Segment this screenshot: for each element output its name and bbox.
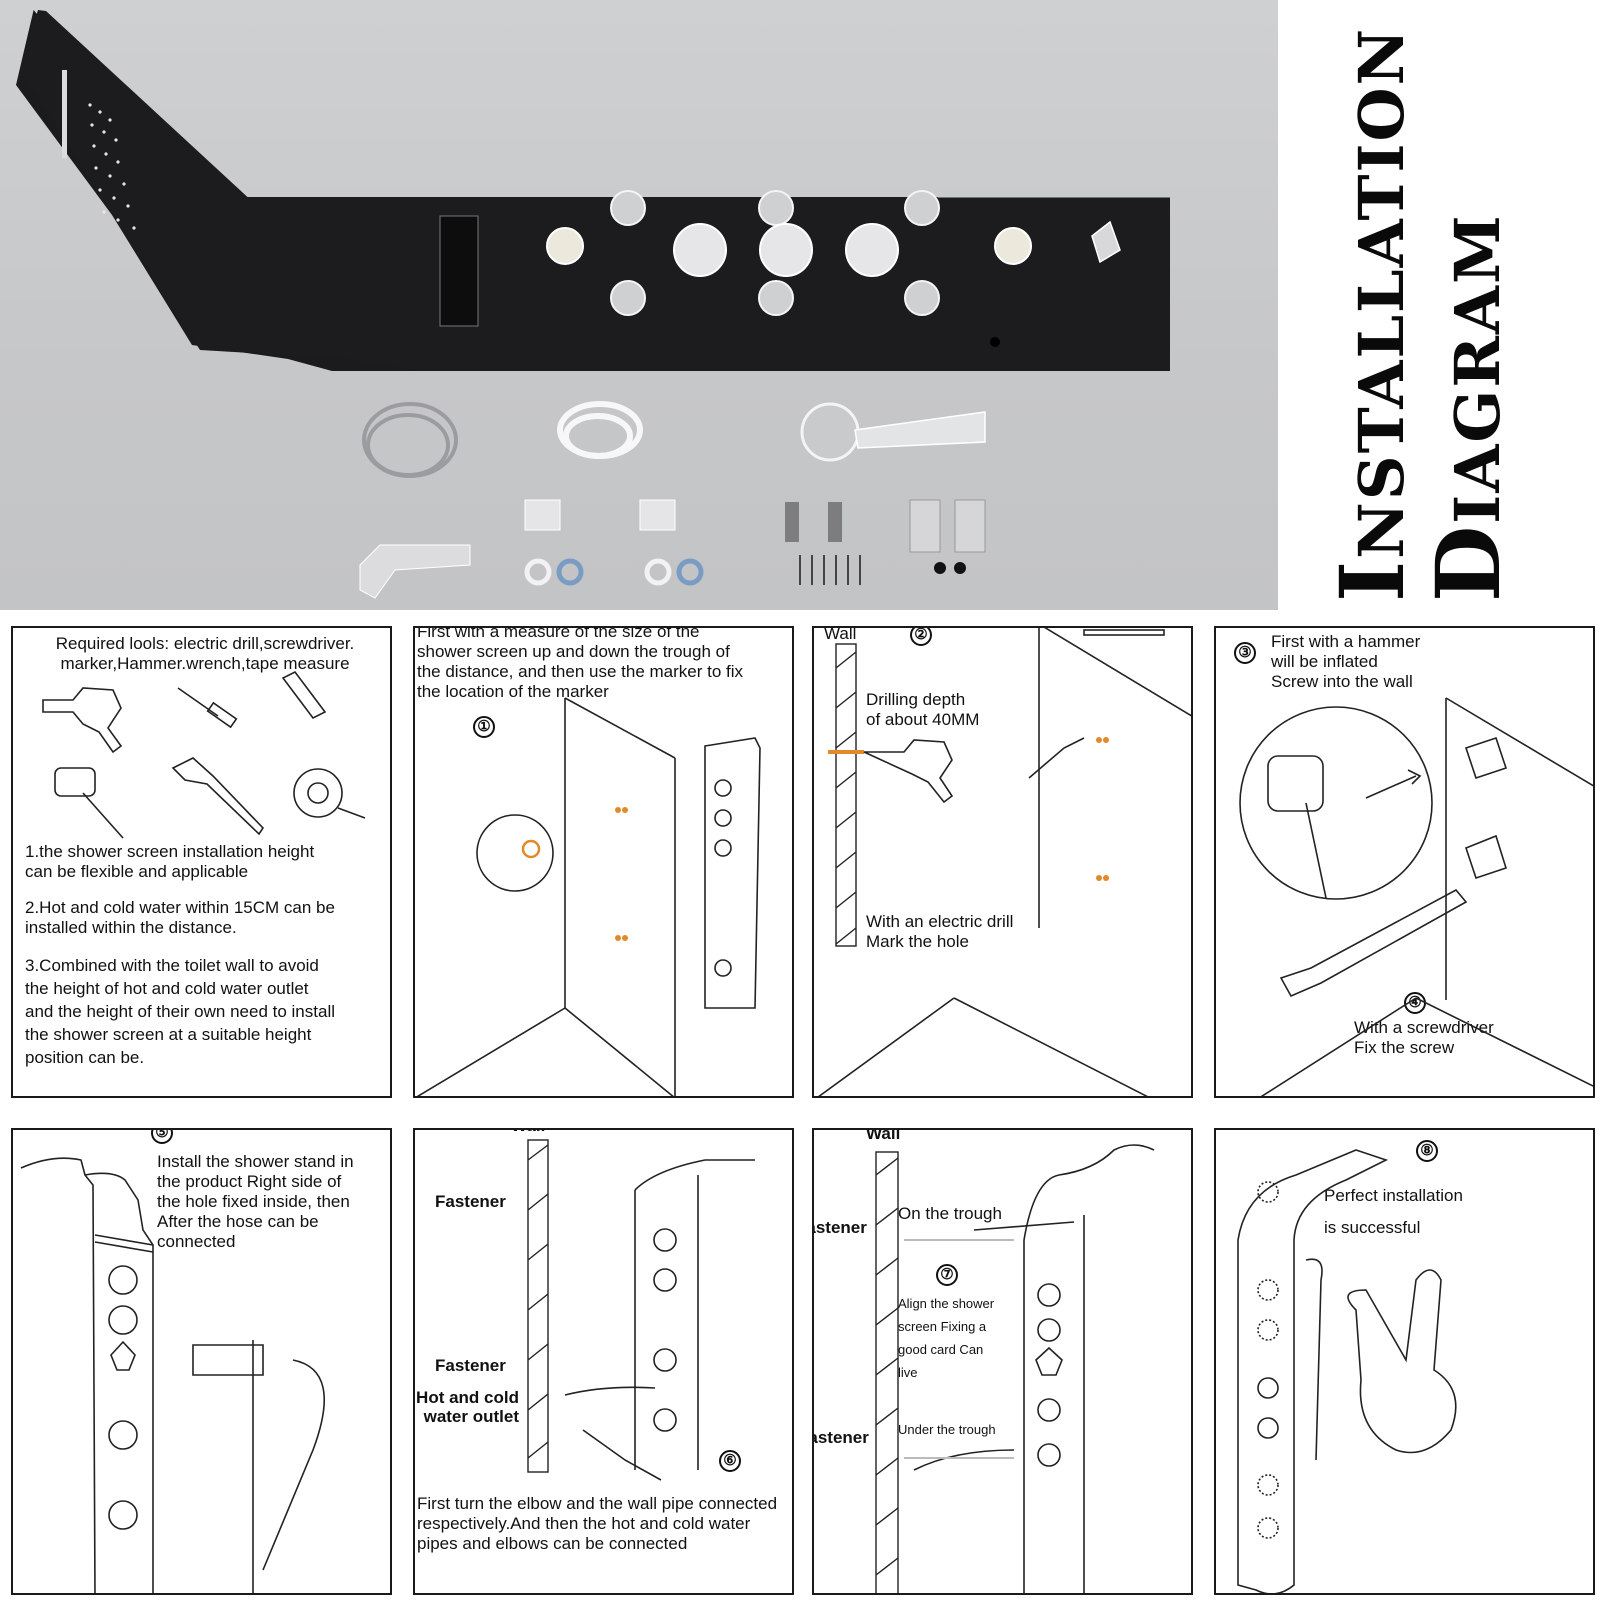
note-3: 3.Combined with the toilet wall to avoid… [25,956,335,1067]
control-knobs [673,223,899,277]
step-5-number: ⑤ [151,1130,173,1144]
step-8-text: Perfect installation is successful [1324,1186,1463,1237]
panel-shape [20,10,1170,371]
screws-and-anchors [799,555,861,585]
note-2: 2.Hot and cold water within 15CM can be … [25,898,335,937]
elbows [785,502,842,542]
on-trough-label: On the trough [898,1204,1002,1223]
step-3-4-illustration [1239,697,1593,1096]
wall-label: Wall [866,1128,901,1143]
wrench-icon [171,757,265,836]
note-1: 1.the shower screen installation height … [25,842,315,881]
rubber-rings [934,562,966,574]
bidet-sprayer [359,544,471,599]
step-3-text: First with a hammer will be inflated Scr… [1271,632,1421,691]
panel-step-2: Wall ② Drilling depth of about 40MM With… [812,626,1193,1098]
panel-step-7: Wall Fastener Fastener On the trough Und… [812,1128,1193,1595]
step-5-text: Install the shower stand in the product … [157,1152,354,1251]
hand-shower-holder [1091,220,1121,264]
step-3-number: ③ [1234,642,1256,664]
hammer-icon [54,767,124,839]
waterfall-slot [62,70,67,158]
spiral-hose [557,401,643,459]
panel-step-3-4: ③ First with a hammer will be inflated S… [1214,626,1595,1098]
side-jets [546,227,1032,265]
step-7-illustration [875,1144,1155,1593]
wall-label: Wall [511,1130,545,1136]
step-8-number: ⑧ [1416,1140,1438,1162]
step-6-text: First turn the elbow and the wall pipe c… [417,1494,778,1553]
drilling-depth-text: Drilling depth of about 40MM [866,690,980,729]
step-8-illustration [1237,1149,1457,1593]
fastener-top-label: Fastener [435,1192,506,1211]
tape-measure-icon [293,768,366,819]
panel-required-tools: Required lools: electric drill,screwdriv… [11,626,392,1098]
panel-step-5: ⑤ Install the shower stand in the produc… [11,1128,392,1595]
screwdriver-icon [281,670,327,720]
tools-illustration [42,670,366,839]
title-line-1: Installation [1320,26,1424,602]
wall-connectors [524,499,676,531]
fastener-bottom-label: Fastener [435,1356,506,1375]
step-4-text: With a screwdriver Fix the screw [1354,1018,1494,1057]
panel-step-8: ⑧ Perfect installation is successful [1214,1128,1595,1595]
title-block: Installation Diagram [1300,20,1590,610]
step-1-number: ① [473,716,495,738]
title-line-2: Diagram [1416,213,1520,602]
washers [524,558,704,586]
rain-shower-head-dots [88,103,136,230]
step-2-illustration [818,628,1191,1096]
step-1-text: First with a measure of the size of the … [417,626,744,701]
wall-label: Wall [824,626,857,643]
brackets [909,499,986,553]
marker-icon [177,687,238,729]
tools-heading: Required lools: electric drill,screwdriv… [55,634,355,673]
step-1-illustration [416,697,761,1096]
step-2-number: ② [910,628,932,646]
shower-panel-illustration [16,10,1170,599]
step-7-text: Align the shower screen Fixing a good ca… [898,1296,995,1380]
step-5-illustration [20,1157,325,1593]
fastener-bottom-label: Fastener [814,1428,869,1447]
product-photo [0,0,1278,610]
hand-shower [800,402,986,462]
under-trough-label: Under the trough [898,1422,996,1437]
water-outlet-label: Hot and cold water outlet [416,1388,519,1426]
step-6-number: ⑥ [719,1450,741,1472]
step-7-number: ⑦ [936,1264,958,1286]
electric-drill-icon [42,687,123,754]
mark-hole-text: With an electric drill Mark the hole [866,912,1014,951]
victory-hand-icon [1347,1269,1457,1454]
digital-display [439,215,479,327]
panel-step-6: Wall Fastener Fastener Hot and cold wate… [413,1128,794,1595]
panel-step-1: First with a measure of the size of the … [413,626,794,1098]
body-jets [610,190,940,316]
fastener-top-label: Fastener [814,1218,867,1237]
step-6-illustration [527,1139,755,1481]
steel-hose [362,402,458,478]
